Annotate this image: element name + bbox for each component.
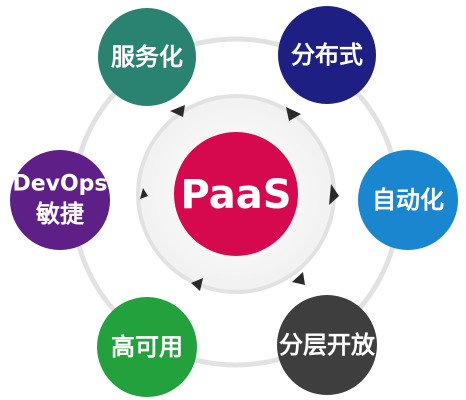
node-circle xyxy=(358,150,458,250)
node-label: 服务化 xyxy=(111,43,183,71)
node-circle xyxy=(10,150,110,250)
center-node: PaaS xyxy=(174,132,298,256)
node-distributed: 分布式 xyxy=(278,6,376,104)
node-devops-agile: DevOps 敏捷 xyxy=(10,150,110,250)
node-label: 自动化 xyxy=(372,186,444,214)
cycle-arrow-icon xyxy=(170,105,185,117)
node-circle xyxy=(278,6,376,104)
cycle-arrow-icons xyxy=(140,105,339,291)
node-circle xyxy=(98,8,196,106)
node-label-line2: 敏捷 xyxy=(35,200,84,228)
center-label: PaaS xyxy=(180,172,291,218)
node-label: 高可用 xyxy=(111,333,183,361)
node-automation: 自动化 xyxy=(358,150,458,250)
cycle-arrow-icon xyxy=(329,184,339,205)
cycle-arrow-icon xyxy=(140,188,148,199)
cycle-arrow-icon xyxy=(191,278,203,291)
center-circle xyxy=(174,132,298,256)
cycle-arrow-icon xyxy=(286,107,301,121)
node-high-availability: 高可用 xyxy=(97,297,197,397)
node-label-line1: DevOps xyxy=(12,172,107,197)
node-servitization: 服务化 xyxy=(98,8,196,106)
node-layered-open: 分层开放 xyxy=(277,295,377,395)
node-circle xyxy=(277,295,377,395)
node-label: 分布式 xyxy=(291,41,363,69)
node-circle xyxy=(97,297,197,397)
cycle-arrow-icon xyxy=(292,272,305,285)
node-label: 分层开放 xyxy=(279,331,376,359)
